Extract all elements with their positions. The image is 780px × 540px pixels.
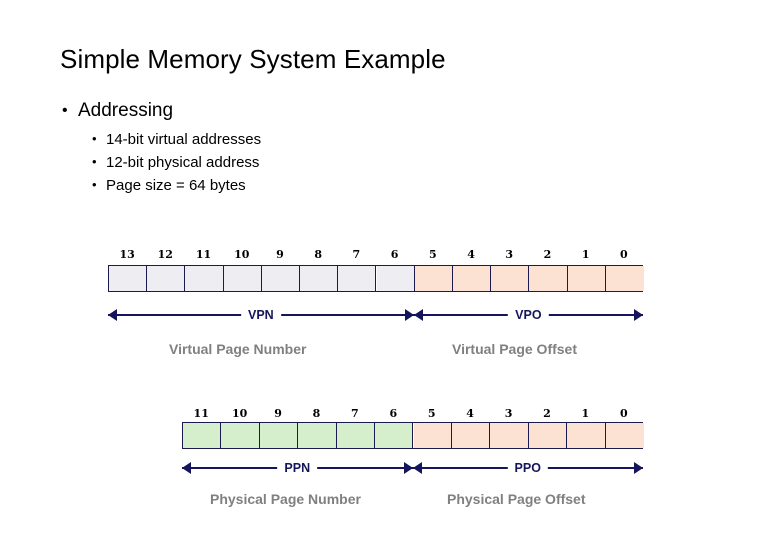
bit-cell-4 bbox=[451, 423, 491, 448]
bit-cell-10 bbox=[221, 423, 260, 448]
bullet-virtual-addresses: • 14-bit virtual addresses bbox=[92, 131, 261, 148]
bit-cell-11 bbox=[185, 266, 224, 291]
bit-cell-10 bbox=[223, 266, 262, 291]
bit-cell-7 bbox=[338, 266, 377, 291]
bit-number-10: 10 bbox=[231, 407, 248, 420]
bit-cell-8 bbox=[300, 266, 339, 291]
bit-number-11: 11 bbox=[195, 248, 212, 261]
bit-cell-3 bbox=[490, 423, 529, 448]
bit-number-9: 9 bbox=[274, 407, 282, 420]
page-title: Simple Memory System Example bbox=[60, 44, 446, 74]
bit-number-5: 5 bbox=[428, 248, 437, 261]
arrow-left-icon bbox=[412, 462, 422, 474]
bullet-marker-icon: • bbox=[92, 177, 97, 192]
bit-cell-2 bbox=[529, 266, 568, 291]
field-abbr-vpo: VPO bbox=[508, 305, 549, 325]
bit-cell-5 bbox=[413, 423, 452, 448]
bit-number-2: 2 bbox=[543, 248, 552, 261]
field-abbr-vpn: VPN bbox=[240, 305, 281, 325]
bullet-page-size: • Page size = 64 bytes bbox=[92, 177, 246, 194]
bit-cell-8 bbox=[298, 423, 337, 448]
arrow-left-icon bbox=[182, 462, 191, 474]
bit-cell-0 bbox=[605, 266, 644, 291]
bit-cell-4 bbox=[452, 266, 492, 291]
bullet-marker-icon: • bbox=[92, 154, 97, 169]
virtual-page-offset-caption: Virtual Page Offset bbox=[452, 341, 578, 357]
bit-number-3: 3 bbox=[505, 248, 514, 261]
bit-number-11: 11 bbox=[193, 407, 209, 420]
bit-number-12: 12 bbox=[157, 248, 173, 261]
bit-number-8: 8 bbox=[312, 407, 321, 420]
virtual-address-field-spans: VPN VPO bbox=[108, 305, 643, 325]
bit-cell-2 bbox=[528, 423, 568, 448]
bit-cell-12 bbox=[147, 266, 186, 291]
arrow-right-icon bbox=[633, 309, 643, 321]
field-span-vpn: VPN bbox=[108, 305, 414, 325]
bit-number-5: 5 bbox=[427, 407, 436, 420]
bit-number-4: 4 bbox=[467, 248, 475, 261]
bullet-marker-icon: • bbox=[62, 102, 68, 119]
physical-page-number-caption: Physical Page Number bbox=[210, 491, 361, 507]
virtual-page-number-caption: Virtual Page Number bbox=[169, 341, 307, 357]
bit-cell-3 bbox=[491, 266, 530, 291]
arrow-right-icon bbox=[403, 462, 413, 474]
virtual-address-bitfield bbox=[108, 265, 644, 292]
bullet-addressing: • Addressing bbox=[62, 100, 173, 122]
bit-cell-1 bbox=[567, 423, 606, 448]
bullet-addressing-label: Addressing bbox=[78, 100, 174, 121]
bit-number-3: 3 bbox=[504, 407, 513, 420]
field-abbr-ppn: PPN bbox=[277, 458, 318, 478]
bit-cell-6 bbox=[376, 266, 415, 291]
physical-address-field-spans: PPN PPO bbox=[182, 458, 643, 478]
bullet-marker-icon: • bbox=[92, 131, 97, 146]
bit-cell-5 bbox=[414, 266, 453, 291]
bit-cell-9 bbox=[261, 266, 301, 291]
bit-cell-9 bbox=[259, 423, 299, 448]
bit-number-0: 0 bbox=[619, 407, 628, 420]
bit-number-1: 1 bbox=[581, 407, 590, 420]
bit-number-1: 1 bbox=[581, 248, 590, 261]
bit-cell-7 bbox=[336, 423, 376, 448]
bit-number-7: 7 bbox=[352, 248, 361, 261]
bit-number-13: 13 bbox=[119, 248, 135, 261]
field-abbr-ppo: PPO bbox=[507, 458, 548, 478]
field-span-ppn: PPN bbox=[182, 458, 413, 478]
bit-cell-11 bbox=[183, 423, 222, 448]
arrow-right-icon bbox=[634, 462, 643, 474]
arrow-left-icon bbox=[108, 309, 117, 321]
bit-cell-0 bbox=[605, 423, 644, 448]
bit-number-7: 7 bbox=[351, 407, 359, 420]
bit-number-9: 9 bbox=[276, 248, 284, 261]
physical-address-bitfield bbox=[182, 422, 644, 449]
bit-cell-13 bbox=[109, 266, 148, 291]
arrow-right-icon bbox=[404, 309, 414, 321]
field-span-vpo: VPO bbox=[413, 305, 643, 325]
bit-number-0: 0 bbox=[620, 248, 628, 261]
physical-page-offset-caption: Physical Page Offset bbox=[447, 491, 586, 507]
bit-number-6: 6 bbox=[389, 407, 398, 420]
bullet-virtual-addresses-label: 14-bit virtual addresses bbox=[106, 131, 262, 148]
bit-number-8: 8 bbox=[314, 248, 322, 261]
bit-number-2: 2 bbox=[543, 407, 551, 420]
arrow-left-icon bbox=[413, 309, 423, 321]
bit-number-6: 6 bbox=[390, 248, 399, 261]
bullet-page-size-label: Page size = 64 bytes bbox=[106, 177, 246, 194]
bullet-physical-address: • 12-bit physical address bbox=[92, 154, 259, 171]
field-span-ppo: PPO bbox=[412, 458, 643, 478]
bit-number-10: 10 bbox=[234, 248, 250, 261]
bullet-physical-address-label: 12-bit physical address bbox=[106, 154, 260, 171]
bit-cell-1 bbox=[567, 266, 606, 291]
bit-cell-6 bbox=[375, 423, 414, 448]
bit-number-4: 4 bbox=[466, 407, 474, 420]
